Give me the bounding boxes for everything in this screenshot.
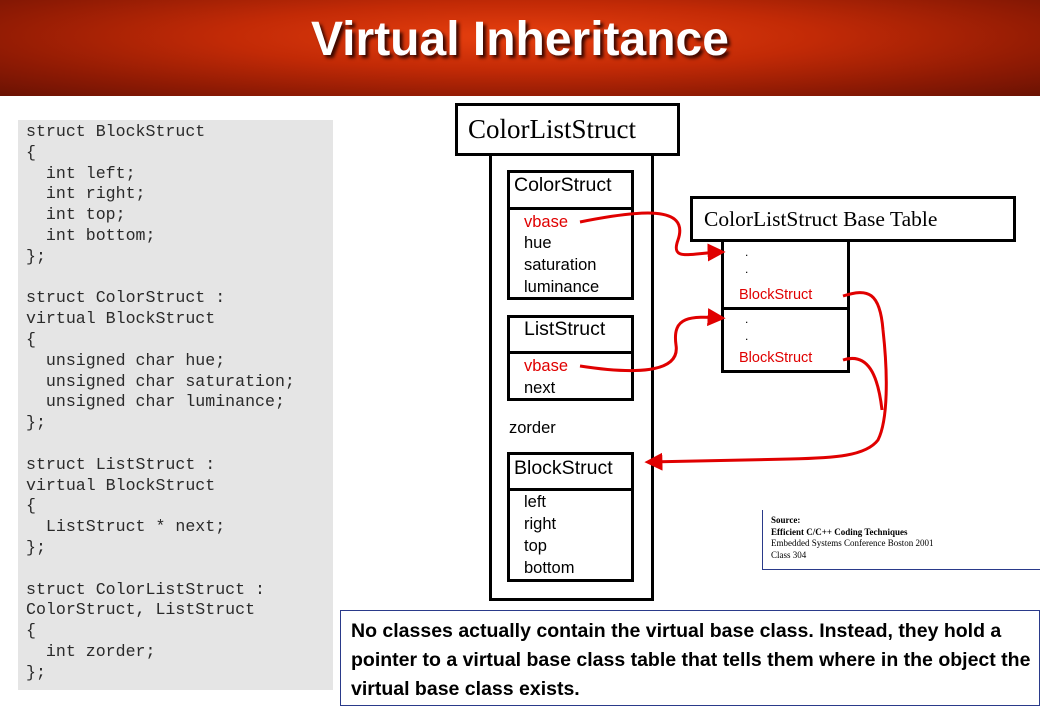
slide-title: Virtual Inheritance (311, 13, 729, 66)
code-panel: struct BlockStruct { int left; int right… (18, 120, 333, 690)
base-table-entry1-dot2: . (745, 262, 749, 276)
blockstruct-field-top: top (524, 537, 547, 555)
source-heading: Source: (771, 515, 801, 525)
blockstruct-divider (507, 488, 634, 491)
colorliststruct-title-box: ColorListStruct (455, 103, 680, 156)
colorstruct-field-luminance: luminance (524, 278, 600, 296)
liststruct-field-next: next (524, 379, 556, 397)
liststruct-label: ListStruct (524, 318, 606, 340)
liststruct-divider (507, 351, 634, 354)
blockstruct-label: BlockStruct (514, 457, 613, 479)
blockstruct-field-right: right (524, 515, 557, 533)
colorstruct-label: ColorStruct (514, 174, 612, 196)
title-banner: Virtual Inheritance (0, 0, 1040, 96)
blockstruct-field-bottom: bottom (524, 559, 575, 577)
base-table-entry1-dot1: . (745, 245, 749, 259)
explanation-note: No classes actually contain the virtual … (340, 610, 1040, 706)
base-table-entry2-dot1: . (745, 312, 749, 326)
base-table-entry2-dot2: . (745, 329, 749, 343)
source-citation: Source: Efficient C/C++ Coding Technique… (762, 510, 1040, 570)
colorstruct-divider (507, 207, 634, 210)
zorder-field: zorder (509, 419, 556, 437)
colorstruct-vbase: vbase (524, 213, 569, 231)
blockstruct-box (507, 452, 634, 582)
source-event: Embedded Systems Conference Boston 2001 (771, 538, 934, 548)
code-listing: struct BlockStruct { int left; int right… (26, 122, 295, 682)
source-class: Class 304 (771, 549, 807, 560)
base-table-entry2-blockstruct: BlockStruct (739, 350, 813, 366)
source-title: Efficient C/C++ Coding Techniques (771, 526, 908, 537)
colorstruct-field-hue: hue (524, 234, 552, 252)
base-table-divider (721, 307, 850, 310)
base-table-title-box: ColorListStruct Base Table (690, 196, 1016, 242)
colorliststruct-label: ColorListStruct (468, 114, 636, 144)
blockstruct-field-left: left (524, 493, 547, 511)
base-table-label: ColorListStruct Base Table (704, 207, 938, 231)
colorstruct-field-saturation: saturation (524, 256, 597, 274)
liststruct-vbase: vbase (524, 357, 569, 375)
base-table-entry1-blockstruct: BlockStruct (739, 287, 813, 303)
